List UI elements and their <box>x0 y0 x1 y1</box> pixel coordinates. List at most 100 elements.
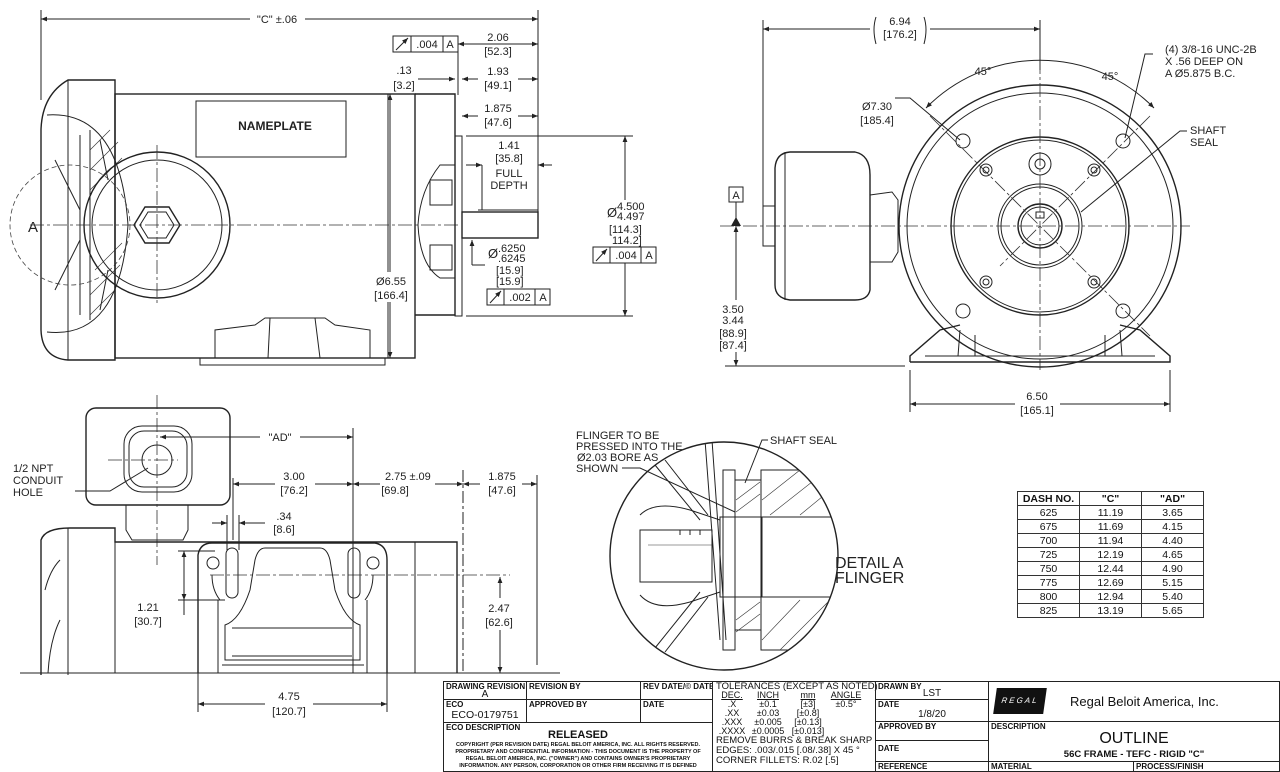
label: REFERENCE <box>878 762 928 771</box>
tolerances-cell: TOLERANCES (EXCEPT AS NOTED): DEC. INCH … <box>712 681 881 772</box>
svg-text:.004: .004 <box>615 250 636 262</box>
company-name: Regal Beloit America, Inc. <box>1070 694 1219 709</box>
dim-34-mm: [8.6] <box>273 524 294 536</box>
hole-note-1: (4) 3/8-16 UNC-2B <box>1165 44 1257 56</box>
material-cell: MATERIAL <box>988 761 1134 772</box>
dim-87-4: [87.4] <box>719 340 747 352</box>
process-cell: PROCESS/FINISH <box>1133 761 1280 772</box>
cell: 13.19 <box>1079 603 1142 618</box>
dim-13: .13 <box>396 65 411 77</box>
cell: 4.65 <box>1141 547 1204 562</box>
side-view: "C" ±.06 A NAMEPLATE 2.06 [52.3] .1 <box>9 10 657 366</box>
dim-6-94-mm: [176.2] <box>883 29 917 41</box>
dim-3-50: 3.50 <box>722 304 743 316</box>
dim-2-75-mm: [69.8] <box>381 485 409 497</box>
drawn-date: 1/8/20 <box>918 709 946 720</box>
label: APPROVED BY <box>529 700 588 709</box>
svg-text:.002: .002 <box>509 292 530 304</box>
fcf-runout-pilot: .004 A <box>592 246 657 264</box>
cell: 725 <box>1017 547 1080 562</box>
detail-a-callout: A <box>28 219 38 236</box>
side-foot <box>199 317 386 366</box>
end-conduit-box <box>774 151 871 301</box>
shaft-dia-mm-min: [15.9] <box>496 276 524 288</box>
tol-cell: [±0.8] <box>796 708 820 718</box>
dim-2-47-mm: [62.6] <box>485 617 513 629</box>
dim-6-50: 6.50 <box>1026 391 1047 403</box>
flinger-note-1: FLINGER TO BE <box>576 430 659 442</box>
tolerances-title: TOLERANCES (EXCEPT AS NOTED): <box>716 681 881 692</box>
copyright-line: INFORMATION. ANY PERSON, CORPORATION OR … <box>459 763 697 769</box>
tol-header: ANGLE <box>830 690 862 700</box>
tol-note: CORNER FILLETS: R.02 [.5] <box>716 755 839 766</box>
header-ad: "AD" <box>1141 491 1204 506</box>
cell: 5.40 <box>1141 589 1204 604</box>
cell: 825 <box>1017 603 1080 618</box>
dim-1-41-mm: [35.8] <box>495 153 523 165</box>
tol-header: mm <box>800 690 816 700</box>
tol-cell: .XXX <box>721 717 743 727</box>
dim-depth: DEPTH <box>490 180 527 192</box>
pilot-dia-max: 4.500 <box>617 201 645 213</box>
dim-6-55-mm: [166.4] <box>374 290 408 302</box>
dim-1-875: 1.875 <box>484 103 512 115</box>
approved-date-cell: DATE <box>875 740 989 762</box>
tol-cell: [±3] <box>800 699 816 709</box>
label: DATE <box>878 700 900 709</box>
copyright-line: REGAL BELOIT AMERICA, INC. ("OWNER") AND… <box>465 756 691 762</box>
dim-4-75: 4.75 <box>278 691 299 703</box>
dim-7-30-mm: [185.4] <box>860 115 894 127</box>
cell: 5.15 <box>1141 575 1204 590</box>
header-dash-no: DASH NO. <box>1017 491 1080 506</box>
label: MATERIAL <box>991 762 1032 771</box>
svg-text:A: A <box>539 292 547 304</box>
flinger-note-2: PRESSED INTO THE <box>576 441 683 453</box>
tol-cell: ±0.0005 <box>751 726 785 736</box>
fcf-runout-shaft: .002 A <box>486 288 551 306</box>
pilot-dia-symbol: Ø <box>607 205 617 220</box>
cell: 11.94 <box>1079 533 1142 548</box>
header-c: "C" <box>1079 491 1142 506</box>
drawn-by: LST <box>922 688 942 699</box>
tol-note: REMOVE BURRS & BREAK SHARP <box>716 735 873 746</box>
motor-body <box>114 93 416 359</box>
angle-right: 45° <box>1102 71 1119 83</box>
svg-text:A: A <box>446 39 454 51</box>
hole-note-2: X .56 DEEP ON <box>1165 56 1243 68</box>
shaft-dia-mm-max: [15.9] <box>496 265 524 277</box>
approved-by2-cell: APPROVED BY <box>875 721 989 741</box>
label: REV DATE/© DATE <box>643 682 713 691</box>
cell: 750 <box>1017 561 1080 576</box>
reference-cell: REFERENCE <box>875 761 989 772</box>
dim-2-06-mm: [52.3] <box>484 46 512 58</box>
shaft <box>461 211 539 239</box>
cell: 4.15 <box>1141 519 1204 534</box>
tol-cell: ±0.03 <box>756 708 780 718</box>
pilot-dia-mm-min: 114.2] <box>612 235 642 247</box>
cell: 3.65 <box>1141 505 1204 520</box>
dim-1-875-b: 1.875 <box>488 471 516 483</box>
svg-text:A: A <box>645 250 653 262</box>
mount-foot <box>197 542 388 673</box>
logo-text: REGAL <box>1000 696 1040 705</box>
copyright-line: PROPRIETARY AND CONFIDENTIAL INFORMATION… <box>455 749 701 755</box>
dim-6-94: 6.94 <box>889 16 910 28</box>
dim-4-75-mm: [120.7] <box>272 706 306 718</box>
dim-1-93: 1.93 <box>487 66 508 78</box>
drawing-revision-cell: DRAWING REVISION A <box>443 681 527 700</box>
tol-header: INCH <box>757 690 779 700</box>
tol-note: EDGES: .003/.015 [.08/.38] X 45 ° <box>716 745 860 756</box>
tol-cell: ±0.5° <box>835 699 857 709</box>
detail-a-subtitle: FLINGER <box>835 570 904 587</box>
detail-a-title: DETAIL A <box>835 555 904 572</box>
company-cell: REGAL Regal Beloit America, Inc. <box>988 681 1280 722</box>
dim-34: .34 <box>276 511 291 523</box>
title-block: DRAWING REVISION A REVISION BY REV DATE/… <box>443 681 1280 772</box>
conduit-note-1: 1/2 NPT <box>13 463 54 475</box>
cell: 4.90 <box>1141 561 1204 576</box>
